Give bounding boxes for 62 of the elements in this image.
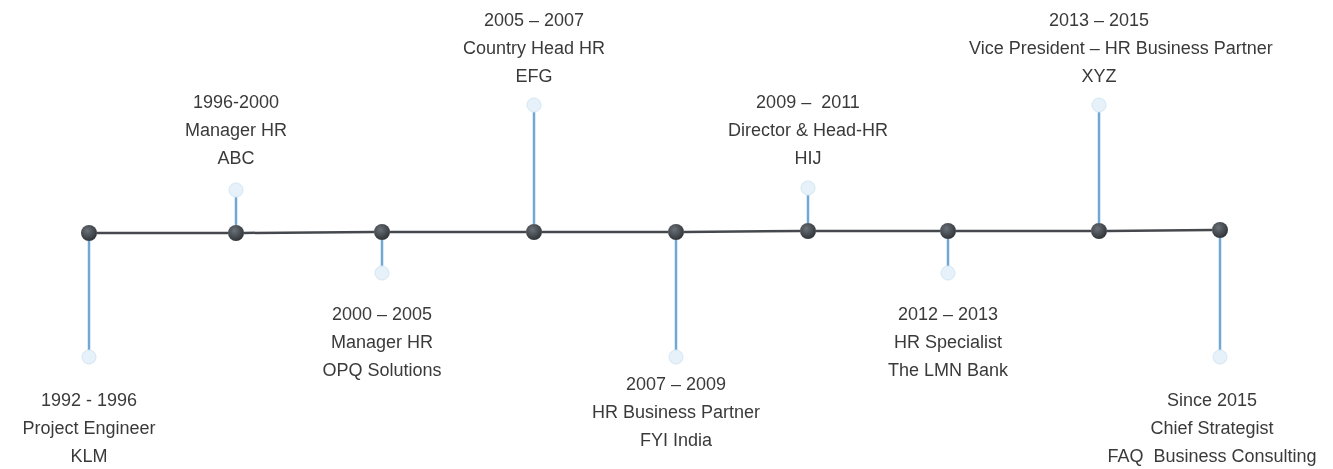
role-text: Chief Strategist	[1150, 417, 1274, 440]
role-text: Manager HR	[330, 331, 433, 354]
role-text: Country Head HR	[462, 37, 606, 60]
timeline-dot	[1091, 223, 1107, 239]
period-text: 2007 – 2009	[625, 373, 727, 396]
organization-text: XYZ	[1081, 65, 1117, 88]
period-text: 2012 – 2013	[897, 303, 999, 326]
period-text: 2009 – 2011	[756, 91, 860, 114]
organization-text: KLM	[70, 445, 108, 468]
role-text: Vice President – HR Business Partner	[969, 37, 1273, 60]
organization-text: The LMN Bank	[887, 359, 1009, 382]
end-marker	[526, 97, 542, 113]
organization-text: HIJ	[794, 147, 822, 170]
timeline-dot	[81, 225, 97, 241]
connector-line	[806, 195, 810, 223]
role-text: HR Business Partner	[591, 401, 761, 424]
timeline-dot	[1212, 222, 1228, 238]
connector-line	[956, 229, 1091, 233]
organization-text: FAQ Business Consulting	[1107, 445, 1317, 468]
connector-line	[684, 229, 800, 234]
connector-line	[1218, 238, 1222, 350]
end-marker	[800, 180, 816, 196]
end-marker	[374, 265, 390, 281]
organization-text: EFG	[515, 65, 553, 88]
connector-line	[234, 197, 238, 225]
period-text: 1992 - 1996	[40, 389, 138, 412]
organization-text: OPQ Solutions	[322, 359, 442, 382]
end-marker	[228, 182, 244, 198]
connector-line	[674, 240, 678, 350]
period-text: Since 2015	[1166, 389, 1258, 412]
role-text: HR Specialist	[893, 331, 1002, 354]
connector-line	[946, 239, 950, 266]
timeline-dot	[374, 224, 390, 240]
period-text: 2000 – 2005	[331, 303, 433, 326]
connector-line	[1107, 228, 1212, 233]
organization-text: ABC	[217, 147, 255, 170]
timeline-dot	[940, 223, 956, 239]
connector-line	[380, 240, 384, 266]
connector-line	[816, 229, 940, 233]
end-marker	[1091, 97, 1107, 113]
timeline-dot	[228, 225, 244, 241]
timeline-dot	[668, 224, 684, 240]
connector-line	[97, 231, 228, 235]
period-text: 2005 – 2007	[483, 9, 585, 32]
connector-line	[1097, 112, 1101, 223]
timeline-dot	[800, 223, 816, 239]
end-marker	[81, 349, 97, 365]
timeline-dot	[526, 224, 542, 240]
connector-line	[542, 230, 668, 234]
end-marker	[668, 349, 684, 365]
end-marker	[940, 265, 956, 281]
connector-line	[532, 112, 536, 224]
period-text: 1996-2000	[192, 91, 280, 114]
organization-text: FYI India	[639, 429, 712, 452]
role-text: Director & Head-HR	[727, 119, 888, 142]
connector-line	[244, 230, 374, 235]
role-text: Manager HR	[184, 119, 287, 142]
connector-line	[390, 230, 526, 234]
role-text: Project Engineer	[22, 417, 156, 440]
connector-line	[87, 241, 91, 350]
period-text: 2013 – 2015	[1048, 9, 1150, 32]
end-marker	[1212, 349, 1228, 365]
